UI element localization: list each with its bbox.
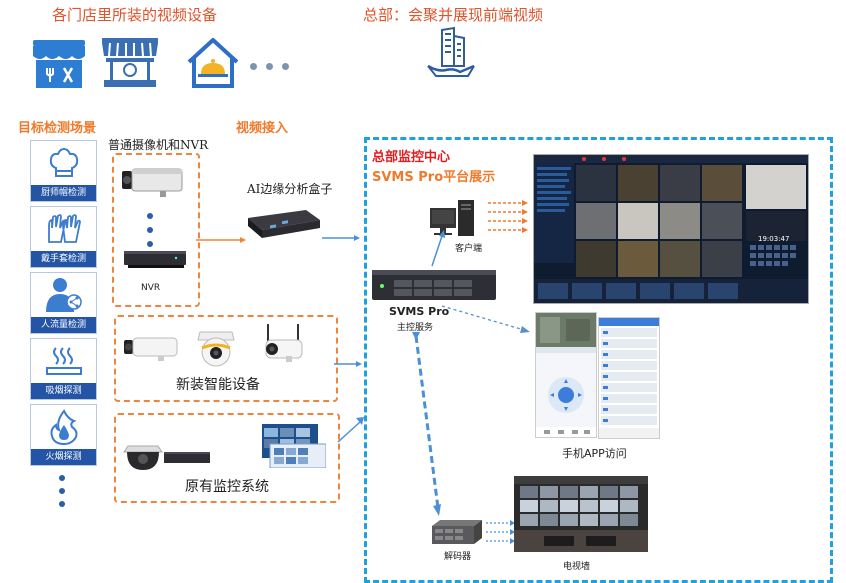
more-scenes-dot: [59, 475, 65, 481]
platform-screen-screenshot: 19:03:47: [533, 154, 809, 304]
decoder-label: 解码器: [444, 552, 472, 562]
scene-label: 人流量检测: [31, 317, 96, 333]
scene-label: 火烟探测: [31, 449, 96, 465]
connector-arrow: [428, 228, 448, 268]
nvr-label: NVR: [141, 283, 161, 293]
stores-header: 各门店里所装的视频设备: [52, 6, 218, 24]
cam-nvr-box: [112, 153, 200, 307]
scene-card: 火烟探测: [30, 404, 97, 466]
bullet-camera-icon: [120, 165, 190, 199]
connector-arrow: [322, 226, 360, 241]
more-camera-dot: [147, 213, 153, 219]
wifi-camera-icon: [260, 322, 306, 364]
store-icon: [30, 38, 88, 90]
server-rack-icon: [370, 268, 498, 302]
connector-arrow: [334, 352, 362, 367]
scene-label: 戴手套检测: [31, 251, 96, 267]
scene-card: 厨师帽检测: [30, 140, 97, 202]
connector-dashed: [440, 304, 530, 334]
restaurant-icon: [184, 36, 242, 90]
smoking-icon: [31, 339, 96, 383]
chef-hat-icon: [31, 141, 96, 185]
nvr-device-icon: [164, 449, 212, 467]
app-label: 手机APP访问: [562, 447, 627, 460]
nvr-device-icon: [124, 249, 188, 271]
scene-card: 人流量检测: [30, 272, 97, 334]
hq-title: 总部监控中心: [372, 150, 451, 165]
decoder-output-arrows: [484, 519, 516, 545]
ai-box-device-icon: [244, 206, 322, 242]
legacy-system-box: [114, 413, 340, 503]
access-title: 视频接入: [236, 121, 289, 136]
gloves-icon: [31, 207, 96, 251]
more-scenes-dot: [59, 501, 65, 507]
new-devices-box: [114, 315, 338, 402]
client-label: 客户端: [455, 244, 483, 254]
new-devices-label: 新装智能设备: [176, 377, 260, 393]
client-stream-arrows: [486, 198, 530, 234]
mobile-app-screenshot: [535, 312, 597, 438]
more-dot: [282, 63, 289, 70]
more-dot: [250, 63, 257, 70]
scene-label: 吸烟探测: [31, 383, 96, 399]
connector-dashed: [408, 330, 448, 518]
hq-subtitle: SVMS Pro平台展示: [372, 170, 496, 185]
tv-wall-photo: [514, 476, 648, 552]
person-share-icon: [31, 273, 96, 317]
client-pc-icon: [428, 198, 486, 238]
hq-monitoring-container: [364, 137, 833, 583]
connector-arrow: [196, 228, 246, 243]
shop-icon: [98, 36, 162, 90]
dome-camera-icon: [122, 442, 164, 472]
scene-card: 戴手套检测: [30, 206, 97, 268]
monitor-clock: 19:03:47: [758, 235, 790, 243]
server-name: SVMS Pro: [389, 305, 450, 318]
more-camera-dot: [147, 241, 153, 247]
more-camera-dot: [147, 227, 153, 233]
decoder-device-icon: [430, 518, 484, 546]
hq-header: 总部：会聚并展现前端视频: [363, 6, 544, 24]
monitoring-software-screenshot: [262, 424, 327, 469]
server-label: 主控服务: [397, 323, 434, 333]
more-scenes-dot: [59, 488, 65, 494]
ai-box-label: AI边缘分析盒子: [247, 182, 333, 196]
more-dot: [266, 63, 273, 70]
scene-label: 厨师帽检测: [31, 185, 96, 201]
fire-icon: [31, 405, 96, 449]
tv-wall-label: 电视墙: [563, 562, 591, 572]
legacy-system-label: 原有监控系统: [185, 479, 269, 495]
turret-camera-icon: [192, 328, 240, 368]
cam-nvr-title: 普通摄像机和NVR: [108, 138, 209, 152]
scene-card: 吸烟探测: [30, 338, 97, 400]
mobile-app-list-screenshot: [598, 317, 660, 439]
connector-arrow: [336, 414, 366, 444]
hq-building-icon: [424, 26, 478, 78]
bullet-camera-icon: [122, 334, 182, 362]
scenes-title: 目标检测场景: [18, 121, 97, 136]
